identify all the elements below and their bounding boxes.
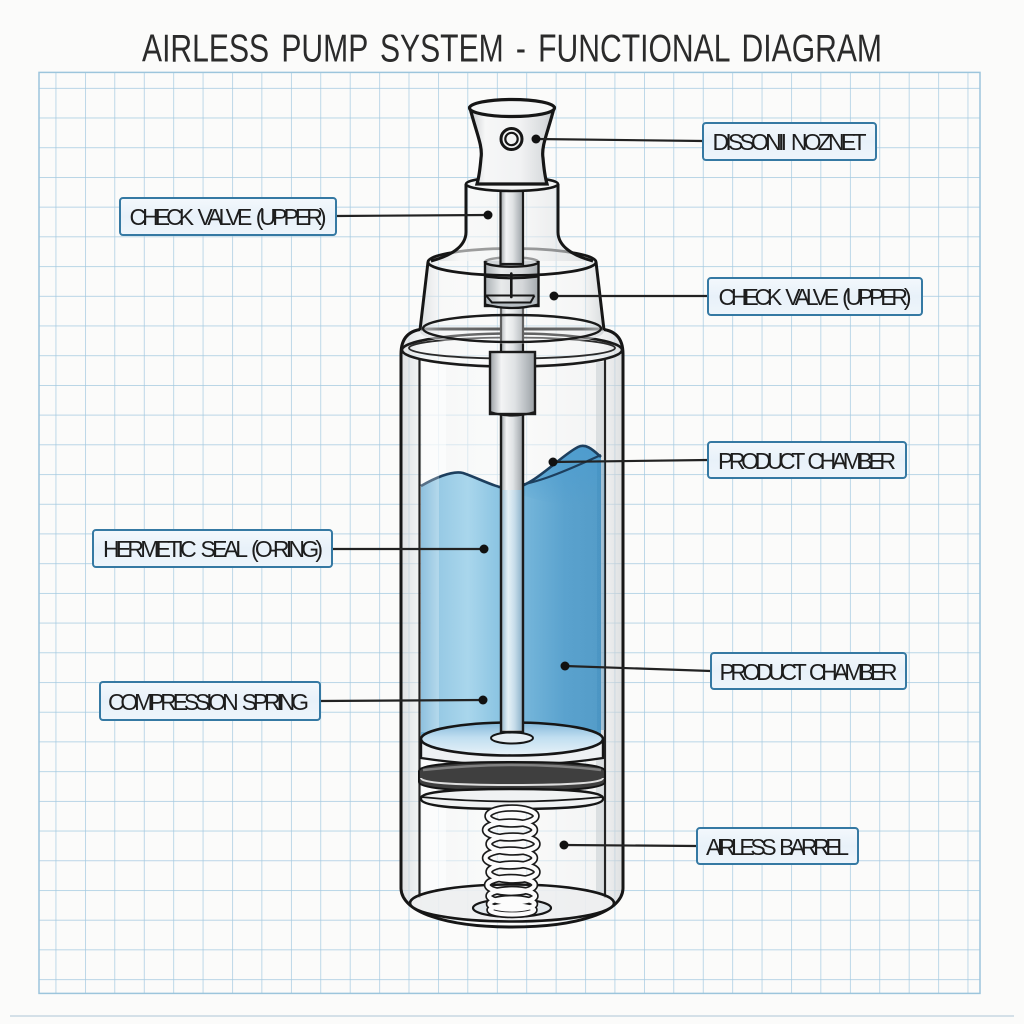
svg-text:COMPRESSION SPRING: COMPRESSION SPRING <box>108 689 309 715</box>
svg-text:DISSONII NOZNET: DISSONII NOZNET <box>713 129 867 155</box>
svg-text:PRODUCT CHAMBER: PRODUCT CHAMBER <box>718 448 896 474</box>
svg-text:AIRLESS BARREL: AIRLESS BARREL <box>706 834 849 860</box>
svg-text:HERMETIC SEAL (O-RING): HERMETIC SEAL (O-RING) <box>103 536 323 562</box>
svg-text:AIRLESS PUMP SYSTEM - FUNCTION: AIRLESS PUMP SYSTEM - FUNCTIONAL DIAGRAM <box>142 28 882 71</box>
svg-text:CHECK VALVE (UPPER): CHECK VALVE (UPPER) <box>130 204 327 230</box>
svg-text:CHECK VALVE (UPPER): CHECK VALVE (UPPER) <box>719 284 912 310</box>
svg-text:PRODUCT CHAMBER: PRODUCT CHAMBER <box>720 659 898 685</box>
